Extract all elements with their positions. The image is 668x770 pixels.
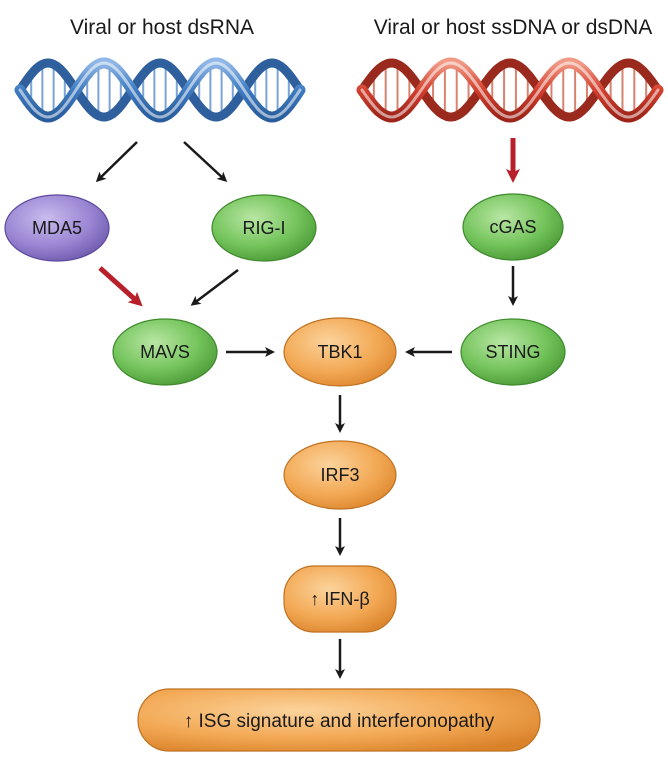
- helix-back-strand: [15, 58, 305, 122]
- node-isg-label: ↑ ISG signature and interferonopathy: [184, 711, 495, 732]
- node-tbk1-label: TBK1: [317, 342, 362, 362]
- node-sting-label: STING: [485, 342, 540, 362]
- arrow-mda5-to-mavs: [98, 266, 143, 307]
- node-mda5-label: MDA5: [32, 218, 82, 238]
- node-mda5: MDA5: [4, 194, 110, 262]
- node-irf3: IRF3: [283, 440, 397, 510]
- node-cgas-label: cGAS: [489, 217, 536, 237]
- node-ifnb-label: ↑ IFN-β: [310, 589, 369, 609]
- arrow-dsrna-to-rig1: [183, 141, 228, 183]
- node-ifnb: ↑ IFN-β: [283, 565, 397, 633]
- arrow-rig1-to-mavs: [190, 269, 239, 306]
- node-rig1: RIG-I: [211, 194, 317, 262]
- rna-source-heading: Viral or host dsRNA: [70, 16, 254, 39]
- helix-strand-highlight: [360, 61, 660, 119]
- node-isg: ↑ ISG signature and interferonopathy: [137, 688, 541, 752]
- node-sting: STING: [460, 318, 566, 386]
- node-irf3-label: IRF3: [320, 465, 359, 485]
- arrow-dsrna-to-mda5: [95, 141, 138, 183]
- node-cgas: cGAS: [462, 193, 564, 261]
- dna-helix-icon: [356, 57, 664, 123]
- dsrna-helix-icon: [14, 57, 306, 123]
- node-mavs: MAVS: [112, 318, 218, 386]
- helix-strand-highlight: [18, 61, 302, 119]
- node-rig1-label: RIG-I: [243, 218, 286, 238]
- dna-source-heading: Viral or host ssDNA or dsDNA: [374, 16, 653, 39]
- node-mavs-label: MAVS: [140, 342, 190, 362]
- node-tbk1: TBK1: [283, 317, 397, 387]
- helix-back-strand: [357, 58, 663, 122]
